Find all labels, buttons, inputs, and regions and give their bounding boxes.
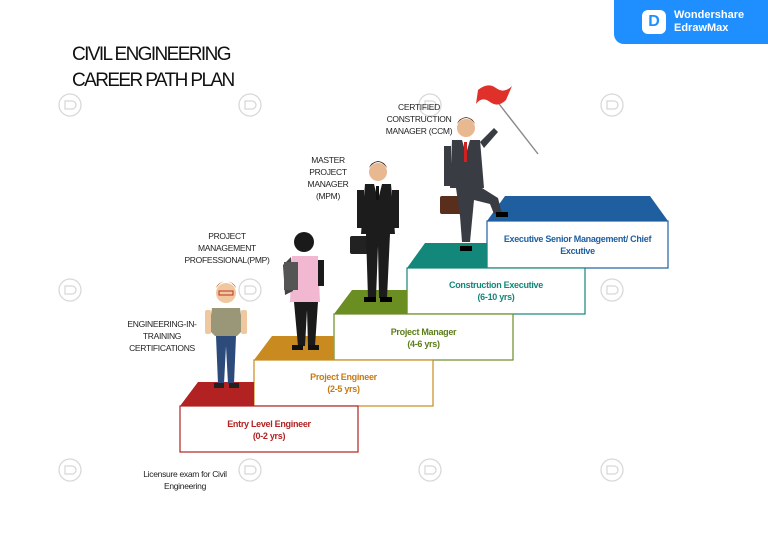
edrawmax-watermark-icon	[238, 93, 262, 117]
step-2-years: (2-5 yrs)	[327, 384, 360, 394]
certification-label-4: MASTER PROJECT MANAGER (MPM)	[292, 154, 364, 202]
step-1-label: Entry Level Engineer (0-2 yrs)	[180, 418, 358, 442]
step-5-title: Executive Senior Management/ Chief	[503, 234, 652, 244]
cert-3-line-2: MANAGEMENT	[198, 243, 256, 253]
step-2-title: Project Engineer	[310, 372, 377, 382]
edrawmax-watermark-icon	[600, 458, 624, 482]
brand-line-1: Wondershare	[674, 9, 745, 21]
step-1-title: Entry Level Engineer	[227, 419, 311, 429]
step-4-label: Construction Executive (6-10 yrs)	[407, 279, 585, 303]
edrawmax-watermark-icon	[418, 458, 442, 482]
step-3-years: (4-6 yrs)	[407, 339, 440, 349]
edrawmax-watermark-icon	[418, 93, 442, 117]
person-icon	[350, 161, 399, 302]
edrawmax-watermark-icon	[238, 458, 262, 482]
person-icon	[205, 281, 247, 388]
edrawmax-watermark-icon	[58, 458, 82, 482]
person-icon	[283, 232, 324, 350]
certification-label-2: ENGINEERING-IN- TRAINING CERTIFICATIONS	[108, 318, 216, 354]
step-1-years: (0-2 yrs)	[252, 431, 286, 441]
cert-5-line-2: CONSTRUCTION	[386, 114, 452, 124]
cert-3-line-3: PROFESSIONAL(PMP)	[184, 255, 270, 265]
certification-label-3: PROJECT MANAGEMENT PROFESSIONAL(PMP)	[172, 230, 282, 266]
cert-4-line-2: PROJECT	[309, 167, 347, 177]
step-4-box	[406, 267, 586, 315]
step-2-label: Project Engineer (2-5 yrs)	[254, 371, 433, 395]
brand-line-2: EdrawMax	[674, 22, 729, 34]
step-3-box	[333, 313, 514, 361]
cert-5-line-3: MANAGER (CCM)	[385, 126, 453, 136]
step-4-title: Construction Executive	[449, 280, 543, 290]
cert-2-line-2: TRAINING	[142, 331, 182, 341]
certification-label-5: CERTIFIED CONSTRUCTION MANAGER (CCM)	[374, 101, 464, 137]
page-title: CIVIL ENGINEERING CAREER PATH PLAN	[72, 42, 235, 94]
briefcase-icon	[440, 196, 462, 214]
edrawmax-watermark-icon	[600, 278, 624, 302]
cert-1-line-2: Engineering	[163, 481, 207, 491]
brand-badge[interactable]	[614, 0, 768, 44]
person-icon	[440, 85, 539, 251]
step-1-box	[179, 405, 359, 453]
edrawmax-watermark-icon	[238, 278, 262, 302]
cert-2-line-1: ENGINEERING-IN-	[127, 319, 197, 329]
cert-3-line-1: PROJECT	[208, 231, 246, 241]
title-line-2: CAREER PATH PLAN	[72, 70, 235, 91]
flag-icon	[476, 85, 512, 105]
brand-name: Wondershare EdrawMax	[674, 9, 744, 35]
step-3-label: Project Manager (4-6 yrs)	[334, 326, 513, 350]
edrawmax-watermark-icon	[600, 93, 624, 117]
step-4-years: (6-10 yrs)	[477, 292, 515, 302]
cert-1-line-1: Licensure exam for Civil	[143, 469, 227, 479]
step-3-title: Project Manager	[390, 327, 457, 337]
step-5-top	[487, 196, 668, 221]
step-5-years: Excutive	[560, 246, 595, 256]
cert-4-line-4: (MPM)	[316, 191, 340, 201]
cert-2-line-3: CERTIFICATIONS	[129, 343, 195, 353]
edrawmax-logo-icon: D	[642, 10, 666, 34]
cert-5-line-1: CERTIFIED	[397, 102, 440, 112]
cert-4-line-1: MASTER	[311, 155, 345, 165]
cert-4-line-3: MANAGER	[307, 179, 349, 189]
title-line-1: CIVIL ENGINEERING	[72, 44, 232, 65]
edrawmax-watermark-icon	[58, 93, 82, 117]
certification-label-1: Licensure exam for Civil Engineering	[120, 468, 250, 492]
edrawmax-watermark-icon	[58, 278, 82, 302]
step-5-label: Executive Senior Management/ Chief Excut…	[487, 233, 668, 257]
